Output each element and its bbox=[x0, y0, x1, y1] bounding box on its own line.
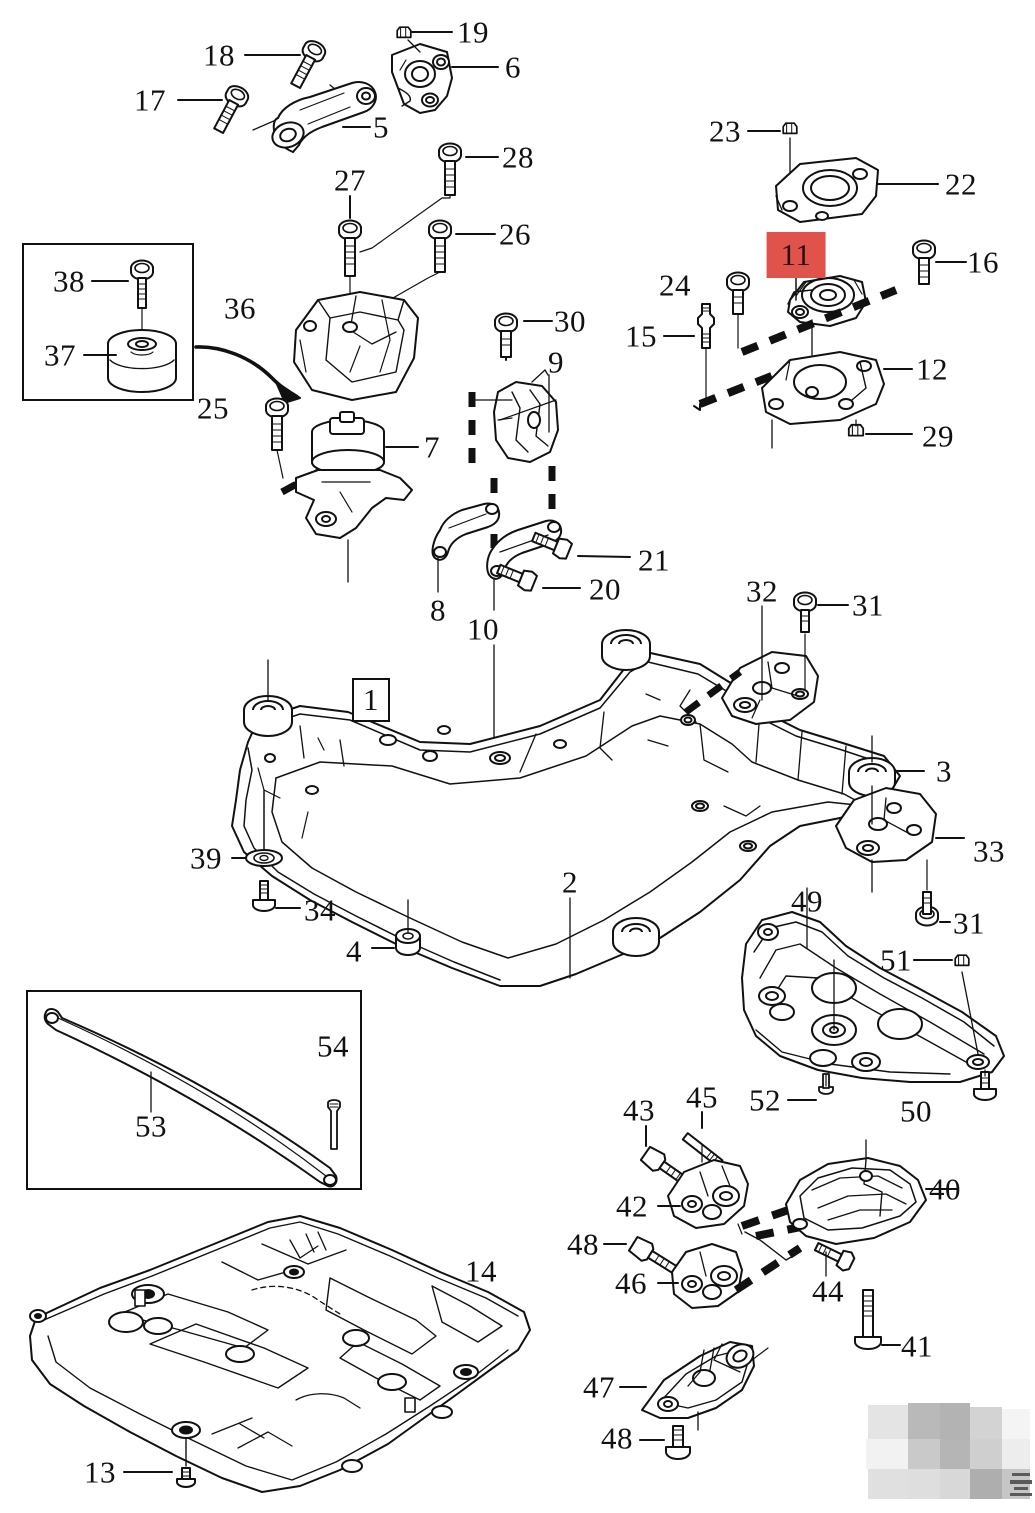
callout-label-21: 21 bbox=[638, 542, 670, 578]
callout-label-25: 25 bbox=[197, 390, 229, 426]
callout-label-1: 1 bbox=[352, 678, 390, 722]
callout-label-11: 11 bbox=[766, 232, 826, 278]
callout-label-41: 41 bbox=[901, 1328, 933, 1364]
callout-label-29: 29 bbox=[922, 418, 954, 454]
callout-label-5: 5 bbox=[373, 109, 389, 145]
callout-label-53: 53 bbox=[135, 1108, 167, 1144]
inset-box-upper-left bbox=[22, 243, 194, 401]
callout-label-12: 12 bbox=[916, 351, 948, 387]
callout-label-23: 23 bbox=[709, 113, 741, 149]
callout-label-32: 32 bbox=[746, 573, 778, 609]
inset-box-lower-left bbox=[26, 990, 362, 1190]
callout-label-22: 22 bbox=[945, 166, 977, 202]
callout-label-48b: 48 bbox=[601, 1420, 633, 1456]
callout-label-33: 33 bbox=[973, 833, 1005, 869]
callout-label-3: 3 bbox=[936, 753, 952, 789]
callout-label-49: 49 bbox=[791, 883, 823, 919]
callout-label-26: 26 bbox=[499, 216, 531, 252]
callout-label-48a: 48 bbox=[567, 1226, 599, 1262]
callout-label-30: 30 bbox=[554, 303, 586, 339]
callout-label-16: 16 bbox=[967, 244, 999, 280]
callout-label-6: 6 bbox=[505, 49, 521, 85]
callout-label-8: 8 bbox=[430, 592, 446, 628]
callout-label-24: 24 bbox=[659, 267, 691, 303]
callout-label-52: 52 bbox=[749, 1082, 781, 1118]
callout-label-34: 34 bbox=[304, 892, 336, 928]
callout-label-2: 2 bbox=[562, 864, 578, 900]
callout-label-15: 15 bbox=[625, 318, 657, 354]
callout-label-28: 28 bbox=[502, 139, 534, 175]
callout-label-47: 47 bbox=[583, 1369, 615, 1405]
callout-label-19: 19 bbox=[457, 14, 489, 50]
callout-label-14: 14 bbox=[465, 1253, 497, 1289]
callout-label-20: 20 bbox=[589, 571, 621, 607]
callout-label-31a: 31 bbox=[852, 587, 884, 623]
callout-label-50: 50 bbox=[900, 1093, 932, 1129]
callout-label-18: 18 bbox=[203, 37, 235, 73]
callout-label-38: 38 bbox=[53, 263, 85, 299]
callout-label-51: 51 bbox=[880, 942, 912, 978]
callout-label-42: 42 bbox=[616, 1188, 648, 1224]
callout-label-40: 40 bbox=[929, 1171, 961, 1207]
callout-label-27: 27 bbox=[334, 162, 366, 198]
callout-label-36: 36 bbox=[224, 290, 256, 326]
callout-label-31b: 31 bbox=[953, 905, 985, 941]
callout-label-10: 10 bbox=[467, 611, 499, 647]
callout-label-39: 39 bbox=[190, 840, 222, 876]
callout-label-44: 44 bbox=[812, 1273, 844, 1309]
callout-label-7: 7 bbox=[424, 429, 440, 465]
callout-label-43: 43 bbox=[623, 1092, 655, 1128]
callout-label-37: 37 bbox=[44, 337, 76, 373]
callout-label-17: 17 bbox=[134, 82, 166, 118]
callout-label-9: 9 bbox=[548, 344, 564, 380]
callout-label-54: 54 bbox=[317, 1028, 349, 1064]
callout-label-46: 46 bbox=[615, 1265, 647, 1301]
callout-label-45: 45 bbox=[686, 1079, 718, 1115]
callout-label-4: 4 bbox=[346, 933, 362, 969]
callout-label-13: 13 bbox=[84, 1454, 116, 1490]
